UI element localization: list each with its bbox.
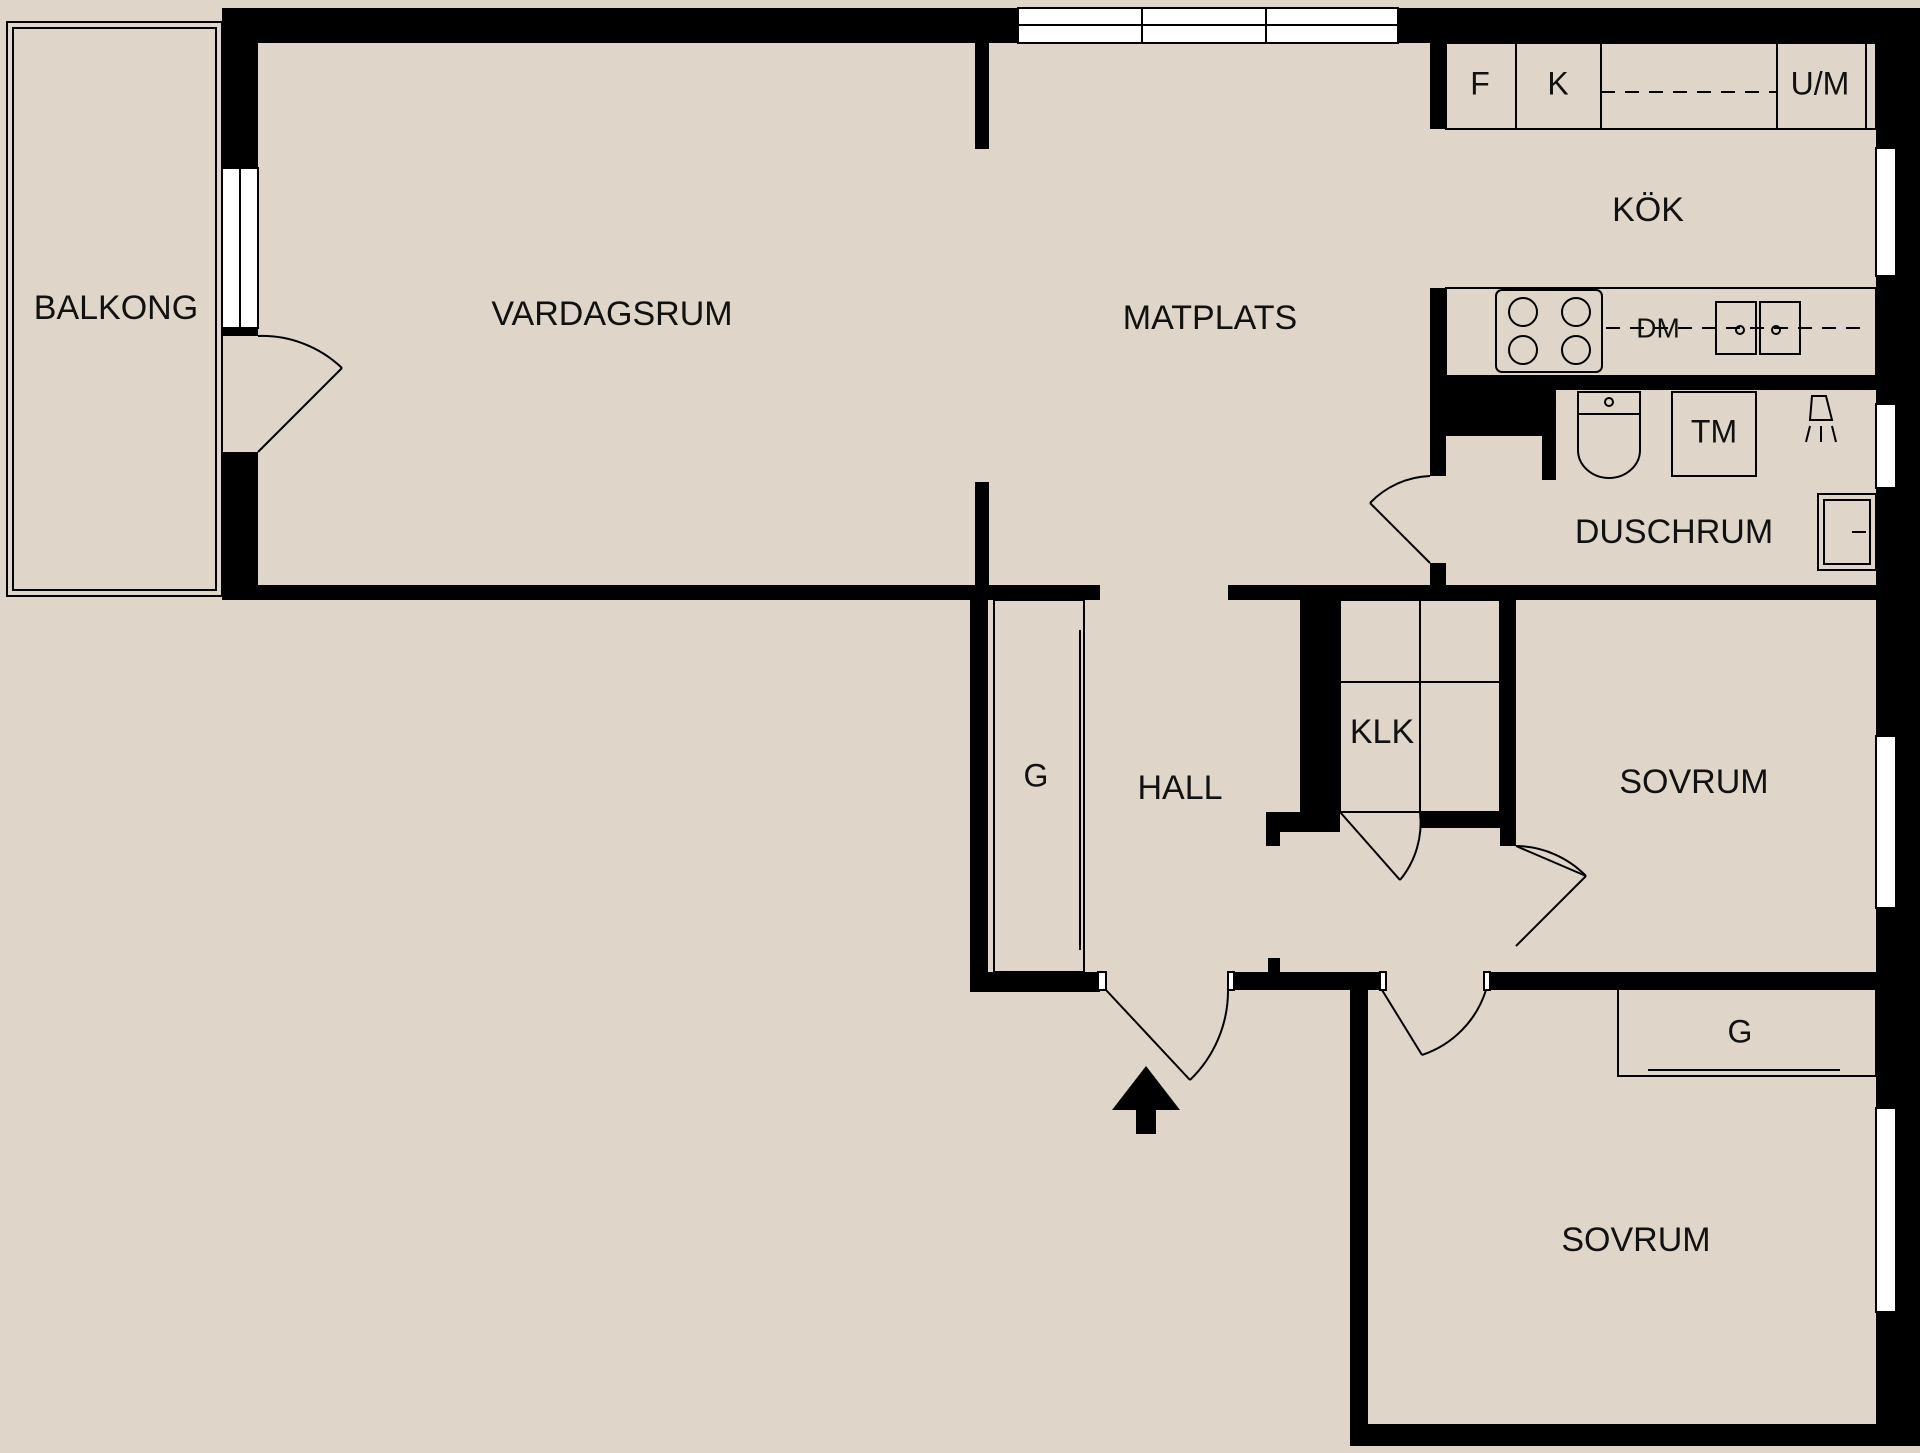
fixture-labels: F K U/M DM TM G G bbox=[1024, 65, 1850, 1049]
room-label-kok: KÖK bbox=[1612, 191, 1684, 229]
entrance-arrow-icon bbox=[1112, 1066, 1180, 1134]
room-label-matplats: MATPLATS bbox=[1123, 299, 1297, 337]
room-label-sovrum-1: SOVRUM bbox=[1619, 763, 1768, 801]
walls bbox=[222, 8, 1920, 1446]
room-label-vardagsrum: VARDAGSRUM bbox=[491, 295, 732, 333]
room-label-klk: KLK bbox=[1350, 713, 1415, 751]
sink-icon bbox=[1715, 301, 1801, 355]
room-label-sovrum-2: SOVRUM bbox=[1561, 1221, 1710, 1259]
bedroom-wardrobe-box bbox=[1617, 987, 1877, 1077]
room-label-balkong: BALKONG bbox=[34, 289, 198, 327]
kitchen-fixtures bbox=[1445, 42, 1877, 377]
washbasin-icon bbox=[1817, 493, 1877, 571]
room-label-hall: HALL bbox=[1137, 769, 1222, 807]
fixture-label-hall-wardrobe: G bbox=[1024, 757, 1049, 793]
fixture-label-tm: TM bbox=[1691, 413, 1737, 449]
bathroom-fixtures bbox=[1577, 391, 1877, 571]
fixture-label-um: U/M bbox=[1791, 65, 1850, 101]
fixture-label-k: K bbox=[1547, 65, 1568, 101]
shower-icon bbox=[1805, 395, 1837, 443]
fixture-label-f: F bbox=[1470, 65, 1490, 101]
room-labels: BALKONG VARDAGSRUM MATPLATS KÖK DUSCHRUM… bbox=[34, 191, 1773, 1259]
wardrobes bbox=[993, 599, 1877, 1077]
fixture-label-bedroom-wardrobe: G bbox=[1728, 1013, 1753, 1049]
fixture-label-dm: DM bbox=[1636, 312, 1680, 343]
windows bbox=[221, 7, 1897, 1313]
stove-icon bbox=[1495, 289, 1603, 373]
hall-wardrobe-box bbox=[993, 599, 1085, 973]
toilet-icon bbox=[1577, 391, 1641, 479]
tumble-dryer-box bbox=[1671, 391, 1757, 477]
doors bbox=[252, 334, 1587, 1081]
room-label-duschrum: DUSCHRUM bbox=[1575, 513, 1773, 551]
